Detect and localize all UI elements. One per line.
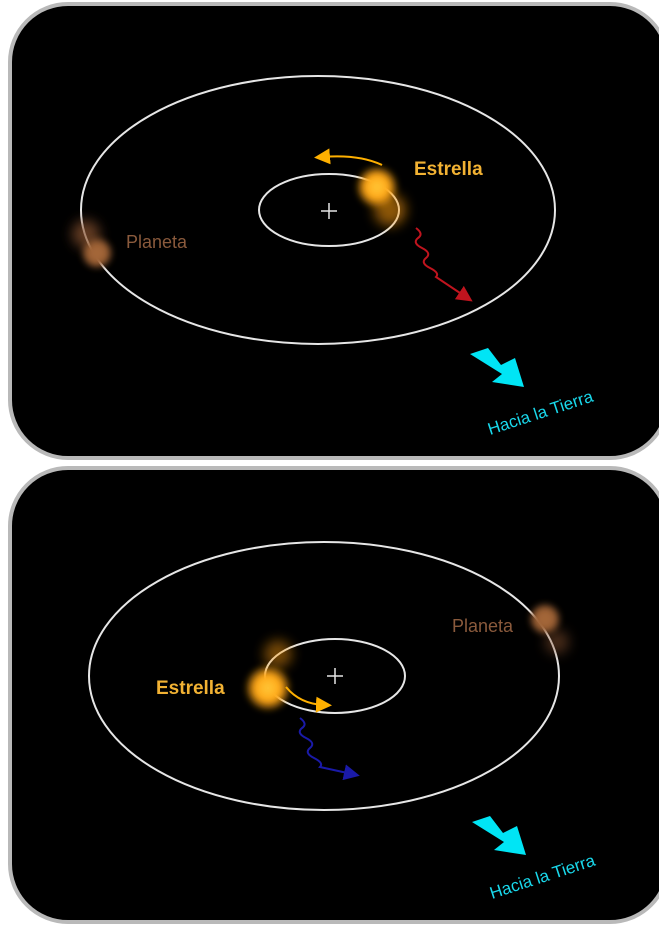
planet-orbit xyxy=(88,541,560,811)
star-label: Estrella xyxy=(414,159,483,180)
panel-bottom: Estrella Planeta Hacia la Tierra xyxy=(8,466,659,924)
star-motion-arrow xyxy=(314,148,383,166)
planet-orbit xyxy=(80,75,556,345)
star-label: Estrella xyxy=(156,678,225,699)
planet-icon xyxy=(528,602,569,654)
panel-top-scene: Estrella Planeta Hacia la Tierra xyxy=(72,75,596,439)
star-icon xyxy=(244,640,292,712)
plus-icon xyxy=(327,668,343,684)
light-wave-icon xyxy=(298,717,360,781)
plus-icon xyxy=(321,203,337,219)
arrow-down-right-icon xyxy=(472,816,526,855)
planet-icon xyxy=(72,220,114,270)
arrow-down-right-icon xyxy=(470,348,524,387)
earth-direction-label: Hacia la Tierra xyxy=(485,387,596,439)
panel-bottom-scene: Estrella Planeta Hacia la Tierra xyxy=(88,541,598,903)
star-motion-arrow xyxy=(285,686,332,713)
star-icon xyxy=(355,165,406,226)
planet-label: Planeta xyxy=(126,232,188,252)
panel-top: Estrella Planeta Hacia la Tierra xyxy=(8,2,659,460)
light-wave-icon xyxy=(414,227,473,302)
planet-label: Planeta xyxy=(452,616,514,636)
earth-direction-label: Hacia la Tierra xyxy=(487,851,598,903)
